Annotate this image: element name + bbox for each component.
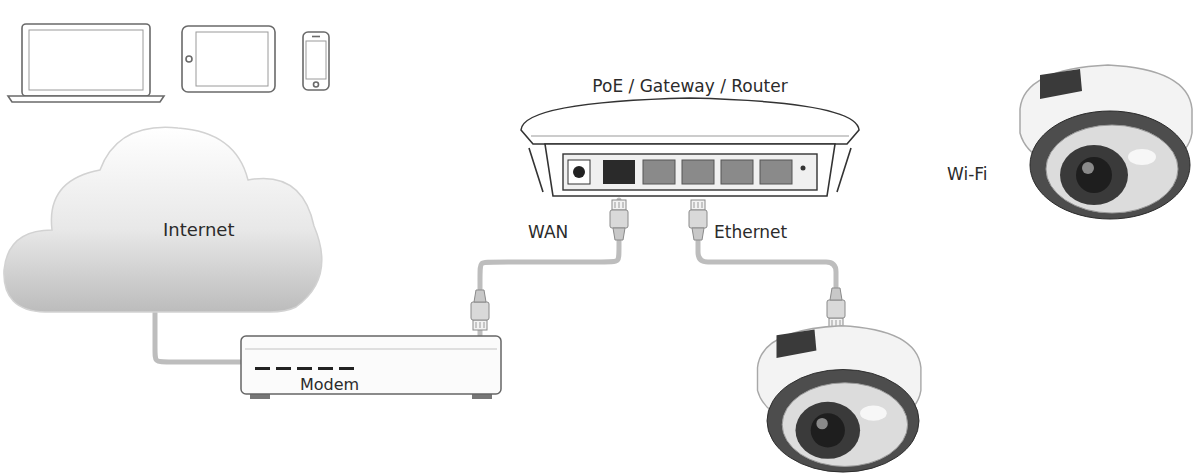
tablet-icon (182, 26, 275, 92)
illustration-part (303, 32, 329, 90)
illustration-part (8, 96, 164, 102)
illustration-part (196, 32, 268, 86)
network-cable (155, 313, 240, 362)
illustration-part (297, 367, 312, 370)
modem-shape (240, 335, 502, 400)
node-label: Wi-Fi (947, 164, 988, 184)
illustration-part (245, 348, 497, 349)
illustration-part (22, 24, 150, 96)
illustration-part (603, 160, 635, 184)
illustration-part (801, 166, 806, 171)
wifi-camera-shape (940, 55, 1198, 230)
phone-icon (303, 32, 329, 90)
illustration-part (241, 336, 501, 394)
modem-box: Modem (240, 335, 502, 400)
network-cable (480, 200, 619, 335)
illustration-part (682, 160, 714, 184)
illustration-part (276, 367, 291, 370)
laptop-icon (8, 24, 164, 102)
node-label: PoE / Gateway / Router (515, 76, 865, 96)
illustration-part (545, 144, 835, 196)
illustration-part (182, 26, 275, 92)
internet-cloud: Internet (0, 118, 322, 313)
illustration-part (312, 36, 320, 38)
modem-plug (471, 290, 489, 330)
illustration-part (4, 127, 322, 312)
illustration-part (314, 82, 319, 87)
illustration-part (573, 166, 585, 178)
camera-plug (827, 288, 845, 328)
illustration-part (721, 160, 753, 184)
illustration-part (760, 160, 792, 184)
port-label: Ethernet (714, 222, 787, 242)
illustration-part (339, 367, 354, 370)
wifi-camera: Wi-Fi (940, 55, 1198, 230)
cloud-shape (0, 118, 322, 313)
illustration-part (318, 367, 333, 370)
illustration-part (521, 98, 859, 144)
port-label: WAN (528, 222, 568, 242)
ethernet-cable (698, 236, 836, 322)
illustration-part (306, 41, 326, 79)
illustration-part (29, 30, 143, 90)
illustration-part (255, 367, 270, 370)
node-label: Modem (300, 375, 359, 395)
node-label: Internet (163, 220, 234, 240)
illustration-part (529, 148, 851, 192)
illustration-part (563, 154, 817, 190)
ethernet-plug (689, 200, 707, 240)
wired-camera (758, 326, 921, 472)
router-device: PoE / Gateway / Router (515, 72, 865, 200)
wan-plug (610, 200, 628, 240)
illustration-part (568, 160, 590, 184)
illustration-part (1020, 65, 1192, 219)
illustration-part (643, 160, 675, 184)
illustration-part (531, 136, 849, 137)
illustration-part (186, 56, 192, 62)
